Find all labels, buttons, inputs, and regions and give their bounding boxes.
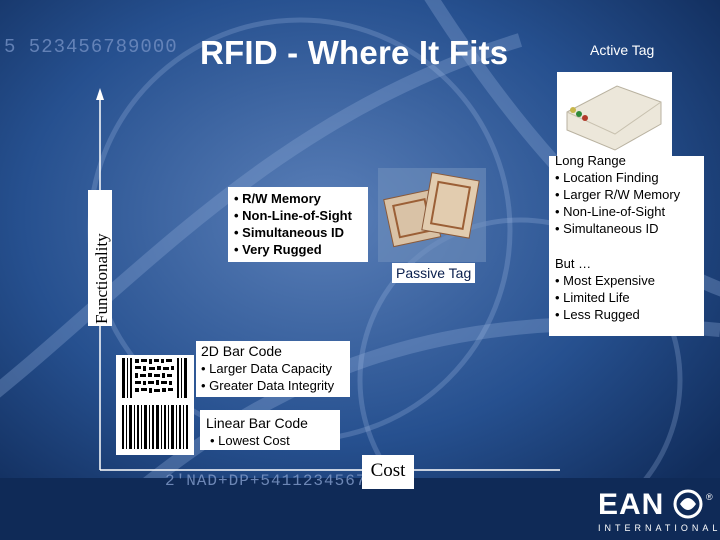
active-feature: • Larger R/W Memory <box>555 187 681 202</box>
active-drawback: • Less Rugged <box>555 307 640 322</box>
active-feature: • Location Finding <box>555 170 659 185</box>
background-numbers: 5 523456789000 <box>4 36 178 58</box>
active-tag-label: Active Tag <box>590 42 655 58</box>
passive-feature: • R/W Memory <box>234 191 321 206</box>
passive-tag-image <box>378 168 486 262</box>
active-tag-image <box>557 72 672 158</box>
linear-barcode-features: Linear Bar Code • Lowest Cost <box>200 410 340 450</box>
barcode-2d-image <box>116 355 194 401</box>
linear-barcode-feature: • Lowest Cost <box>210 433 290 448</box>
barcode-2d-features: 2D Bar Code • Larger Data Capacity • Gre… <box>196 341 350 397</box>
passive-tag-label: Passive Tag <box>392 263 476 283</box>
active-feature: Long Range <box>555 156 626 168</box>
linear-barcode-title: Linear Bar Code <box>206 415 308 431</box>
y-axis-label: Functionality <box>92 233 111 324</box>
ean-logo-subtext: INTERNATIONAL <box>598 523 720 533</box>
passive-tag-features: • R/W Memory • Non-Line-of-Sight • Simul… <box>228 187 368 262</box>
active-drawback: • Limited Life <box>555 290 630 305</box>
active-but-label: But … <box>555 256 592 271</box>
passive-feature: • Simultaneous ID <box>234 225 345 240</box>
y-axis-label-box <box>88 190 112 326</box>
barcode-2d-feature: • Greater Data Integrity <box>201 378 335 393</box>
active-drawback: • Most Expensive <box>555 273 655 288</box>
ean-logo-text: EAN <box>598 488 665 521</box>
registered-mark: ® <box>706 492 713 502</box>
barcode-2d-feature: • Larger Data Capacity <box>201 361 333 376</box>
linear-barcode-image <box>116 401 194 455</box>
slide-title: RFID - Where It Fits <box>200 34 509 71</box>
background-bottom-numbers: 2'NAD+DP+5411234567 <box>165 472 367 490</box>
active-feature: • Simultaneous ID <box>555 221 659 236</box>
passive-feature: • Very Rugged <box>234 242 322 257</box>
ean-logo-mark-icon <box>672 488 704 520</box>
x-axis-label: Cost <box>362 455 414 489</box>
active-feature: • Non-Line-of-Sight <box>555 204 666 219</box>
barcode-2d-title: 2D Bar Code <box>201 343 282 359</box>
passive-feature: • Non-Line-of-Sight <box>234 208 352 223</box>
active-tag-features: Long Range • Location Finding • Larger R… <box>549 156 704 336</box>
